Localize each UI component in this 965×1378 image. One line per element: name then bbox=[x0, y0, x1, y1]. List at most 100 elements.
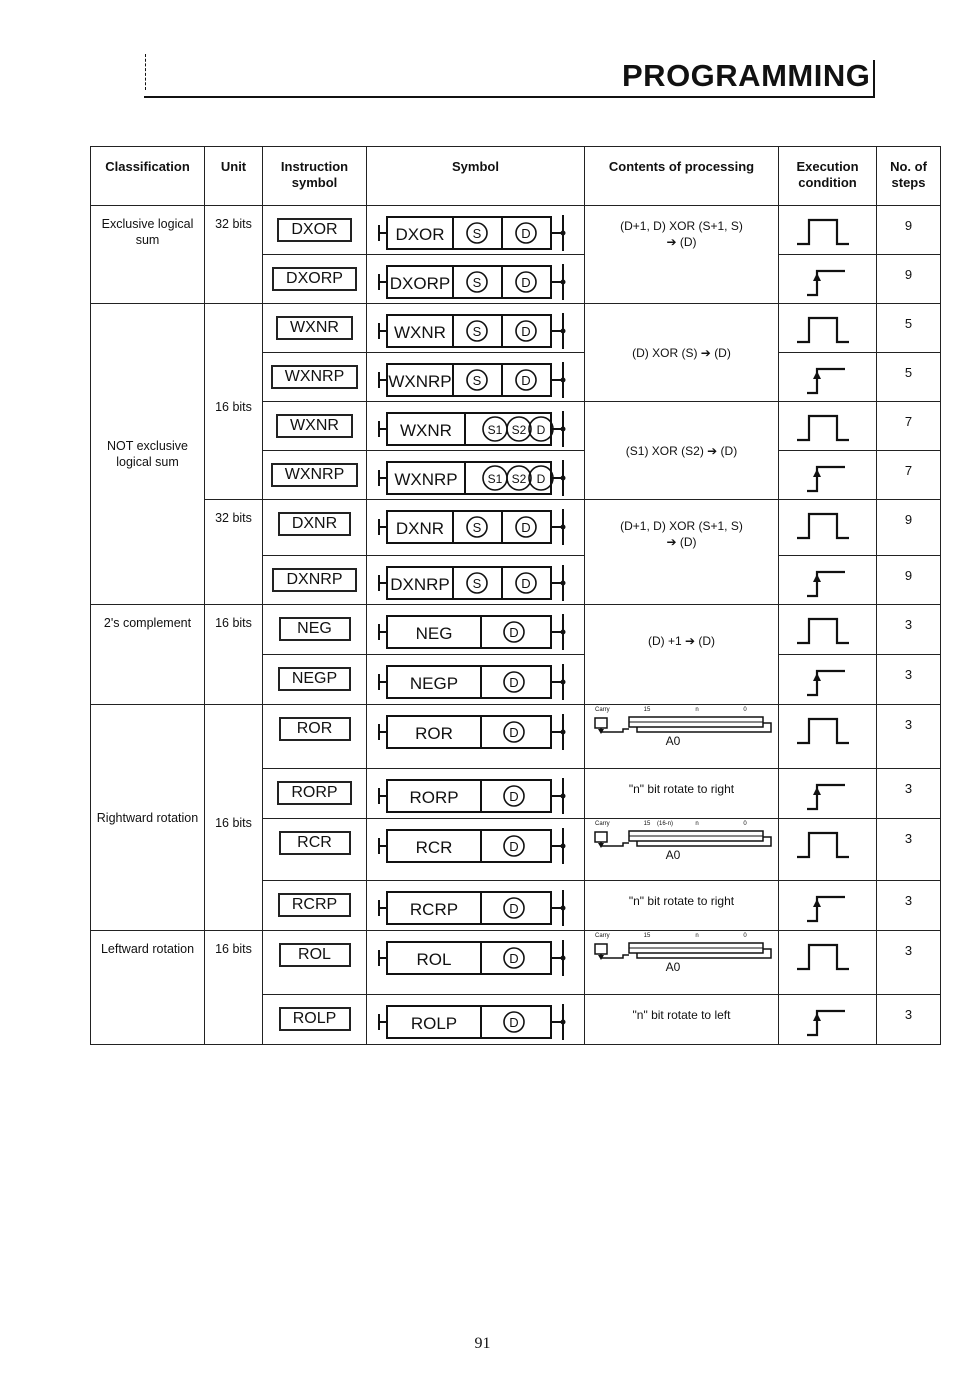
source-operand: S bbox=[473, 324, 482, 339]
destination-operand-circle bbox=[503, 947, 525, 969]
a0-label: A0 bbox=[666, 848, 681, 862]
destination-operand: D bbox=[509, 951, 518, 966]
ladder-node bbox=[560, 729, 566, 735]
instruction-box: WXNR bbox=[276, 414, 353, 438]
pulse-icon bbox=[797, 943, 849, 971]
destination-operand: D bbox=[509, 839, 518, 854]
classification-left: Leftward rotation bbox=[90, 930, 205, 1045]
execution-cell bbox=[778, 768, 877, 819]
source-operand-circle bbox=[466, 572, 488, 594]
destination-operand-circle bbox=[515, 572, 537, 594]
destination-operand-circle bbox=[515, 271, 537, 293]
execution-cell bbox=[778, 205, 877, 255]
destination-operand: D bbox=[509, 625, 518, 640]
processing-cell: (D) +1 ➔ (D) bbox=[584, 604, 779, 705]
destination-operand-circle bbox=[503, 721, 525, 743]
steps-cell: 3 bbox=[876, 654, 941, 705]
processing-cell: "n" bit rotate to right bbox=[584, 768, 779, 819]
instruction-box: WXNR bbox=[276, 316, 353, 340]
processing-cell: (D+1, D) XOR (S+1, S) ➔ (D) bbox=[584, 499, 779, 605]
source-operand: S bbox=[473, 373, 482, 388]
source-operand: S bbox=[473, 275, 482, 290]
processing-cell: (D) XOR (S) ➔ (D) bbox=[584, 303, 779, 402]
destination-operand-circle bbox=[515, 320, 537, 342]
instruction-name: ROLP bbox=[411, 1014, 457, 1033]
unit-exclusive: 32 bits bbox=[204, 205, 263, 304]
rising-edge-icon bbox=[807, 1009, 845, 1037]
ladder-node bbox=[560, 328, 566, 334]
bit-0-label: 0 bbox=[743, 707, 747, 713]
ladder-node bbox=[560, 1019, 566, 1025]
execution-cell bbox=[778, 704, 877, 769]
carry-flag-box bbox=[594, 831, 608, 843]
steps-cell: 9 bbox=[876, 555, 941, 605]
ladder-node bbox=[560, 524, 566, 530]
instruction-box: DXORP bbox=[272, 267, 357, 291]
processing-text: (D+1, D) XOR (S+1, S) bbox=[620, 219, 743, 233]
unit-left: 16 bits bbox=[204, 930, 263, 1045]
bit-n-label: n bbox=[695, 707, 698, 713]
execution-cell bbox=[778, 352, 877, 402]
steps-cell: 5 bbox=[876, 303, 941, 353]
ladder-node bbox=[560, 426, 566, 432]
steps-cell: 9 bbox=[876, 254, 941, 304]
ladder-node bbox=[560, 905, 566, 911]
bit-0-label: 0 bbox=[743, 933, 747, 939]
destination-operand: D bbox=[537, 472, 546, 486]
instruction-name: RCRP bbox=[410, 900, 458, 919]
col-instruction-symbol: Instruction symbol bbox=[262, 146, 367, 206]
processing-text: (D) +1 ➔ (D) bbox=[647, 634, 716, 648]
processing-text: (S1) XOR (S2) ➔ (D) bbox=[625, 443, 738, 458]
instruction-frame bbox=[386, 941, 552, 975]
execution-cell bbox=[778, 401, 877, 451]
destination-operand-circle bbox=[503, 897, 525, 919]
processing-text: ➔ (D) bbox=[666, 235, 697, 249]
processing-text: (D+1, D) XOR (S+1, S) bbox=[620, 519, 743, 533]
source1-operand: S1 bbox=[488, 472, 503, 486]
instruction-box: RCR bbox=[278, 831, 351, 855]
instruction-name: WXNRP bbox=[394, 470, 457, 489]
instruction-name: DXNR bbox=[396, 519, 444, 538]
page-title: PROGRAMMING bbox=[622, 58, 871, 93]
processing-cell: (D+1, D) XOR (S+1, S) ➔ (D) bbox=[584, 205, 779, 304]
execution-cell bbox=[778, 499, 877, 556]
pulse-icon bbox=[797, 717, 849, 745]
source-operand-circle bbox=[466, 222, 488, 244]
pulse-icon bbox=[797, 316, 849, 344]
source-operand: S bbox=[473, 226, 482, 241]
execution-cell bbox=[778, 604, 877, 655]
col-classification: Classification bbox=[90, 146, 205, 206]
ladder-node bbox=[560, 580, 566, 586]
classification-not-exclusive: NOT exclusive logical sum bbox=[90, 303, 205, 605]
source2-operand-circle bbox=[506, 465, 532, 491]
instruction-name: WXNR bbox=[400, 421, 452, 440]
steps-cell: 3 bbox=[876, 994, 941, 1045]
execution-cell bbox=[778, 880, 877, 931]
carry-label: Carry bbox=[595, 707, 610, 713]
rising-edge-icon bbox=[807, 367, 845, 395]
bit-0-label: 0 bbox=[743, 821, 747, 827]
source1-operand: S1 bbox=[488, 423, 503, 437]
ladder-node bbox=[560, 955, 566, 961]
rising-edge-icon bbox=[807, 669, 845, 697]
